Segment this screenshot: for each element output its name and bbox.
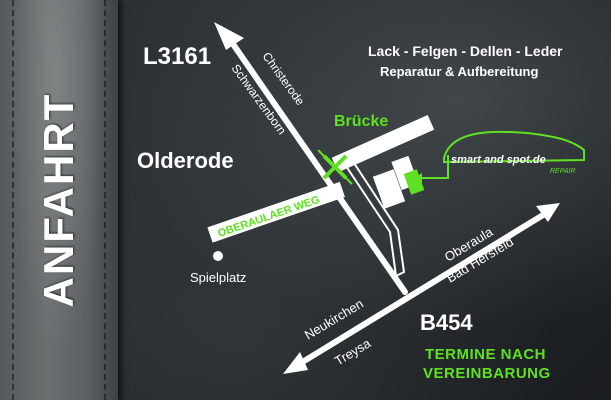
arrow-l3161-icon xyxy=(214,22,244,50)
services-line2: Reparatur & Aufbereitung xyxy=(380,64,538,79)
stitch-line-left xyxy=(12,0,14,400)
building-main xyxy=(372,169,406,209)
road-b454 xyxy=(293,209,551,369)
appointment-line1: TERMINE NACH xyxy=(425,346,546,363)
services-line1: Lack - Felgen - Dellen - Leder xyxy=(368,43,563,59)
logo-pointer-arrow-icon xyxy=(414,173,422,183)
bridge-outline xyxy=(317,149,353,185)
road-to-bruecke xyxy=(331,114,435,173)
appointment-line2: VEREINBARUNG xyxy=(423,365,551,382)
neukirchen-label: Neukirchen xyxy=(302,296,366,343)
oberaulaer-weg-label: OBERAULAER WEG xyxy=(216,194,321,240)
logo-car-outline-icon xyxy=(443,130,585,164)
bruecke-label: Brücke xyxy=(334,113,388,130)
road-oberaulaer-weg xyxy=(207,181,345,243)
spielplatz-label: Spielplatz xyxy=(190,270,246,285)
logo-sub: REPAIR xyxy=(550,168,576,175)
leather-side-strip: ANFAHRT xyxy=(0,0,118,400)
spielplatz-marker xyxy=(213,251,223,261)
road-l3161 xyxy=(223,31,408,295)
olderode-label: Olderode xyxy=(137,148,234,173)
building-workshop xyxy=(403,169,425,195)
arrow-b454-southwest-icon xyxy=(283,352,308,374)
l3161-label: L3161 xyxy=(143,43,211,70)
stitch-line-right xyxy=(104,0,106,400)
logo-name: smart and spot.de xyxy=(451,154,546,166)
arrow-b454-northeast-icon xyxy=(536,203,560,222)
b454-label: B454 xyxy=(420,310,473,335)
